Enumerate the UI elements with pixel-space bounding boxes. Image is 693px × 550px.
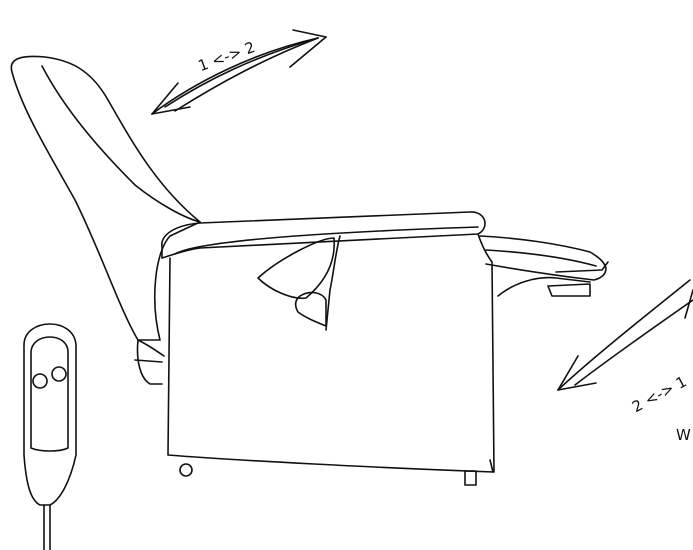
- footrest-arrow-label: 2 <-> 1: [629, 372, 690, 416]
- chair-wheels: [179, 463, 477, 486]
- backrest-motion-arrow: 1 <-> 2: [151, 29, 327, 115]
- rear-foot: [464, 470, 477, 486]
- footrest-motion-arrow: 2 <-> 1 W: [557, 279, 693, 444]
- chair-seat-body: [167, 233, 495, 473]
- front-wheel: [179, 463, 193, 477]
- edge-fragment-label: W: [676, 426, 691, 444]
- hand-remote-icon: [23, 323, 77, 550]
- remote-button-1: [32, 373, 48, 389]
- chair-backrest: [10, 55, 201, 385]
- chair-footrest: [479, 235, 609, 297]
- remote-button-2: [51, 366, 67, 382]
- release-lever: [257, 235, 341, 331]
- chair-armrest: [161, 211, 486, 259]
